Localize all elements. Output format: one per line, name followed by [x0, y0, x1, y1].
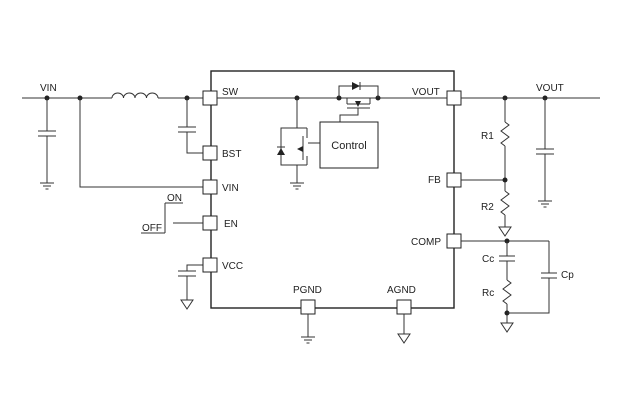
pin-pgnd-label: PGND [293, 285, 322, 296]
output-capacitor [536, 98, 554, 208]
enable-switch [141, 202, 203, 234]
ground-arrow [180, 299, 194, 310]
low-side-mosfet [277, 127, 320, 190]
r2-label: R2 [481, 202, 494, 213]
compensation-network [461, 238, 557, 333]
control-block [319, 121, 379, 169]
rc-label: Rc [482, 288, 494, 299]
inductor [111, 92, 159, 99]
pin-vin-label: VIN [222, 183, 239, 194]
rc-resistor [502, 279, 512, 305]
pin-sw [202, 90, 218, 106]
vin-feed-wire [79, 98, 203, 188]
pin-vin [202, 179, 218, 195]
pin-vcc [202, 257, 218, 273]
pin-bst-label: BST [222, 149, 241, 160]
pin-comp [446, 233, 462, 249]
bootstrap-capacitor [178, 98, 203, 154]
r1-resistor [500, 121, 510, 147]
pin-agnd-label: AGND [387, 285, 416, 296]
pin-vcc-label: VCC [222, 261, 243, 272]
pin-fb [446, 172, 462, 188]
ic-package [210, 70, 455, 309]
vcc-capacitor [178, 264, 203, 300]
on-label: ON [167, 193, 182, 204]
pgnd-ground [301, 314, 315, 344]
pin-vout-label: VOUT [412, 87, 440, 98]
r2-resistor [500, 190, 510, 216]
output-rail [461, 95, 600, 101]
feedback-divider [461, 98, 512, 237]
vout-label: VOUT [536, 83, 564, 94]
pin-vout [446, 90, 462, 106]
pin-fb-label: FB [428, 175, 441, 186]
pin-bst [202, 145, 218, 161]
ground-symbol [40, 182, 54, 190]
high-side-mosfet [338, 82, 379, 122]
pin-pgnd [300, 299, 316, 315]
pin-comp-label: COMP [411, 237, 441, 248]
input-capacitor [38, 98, 56, 183]
cp-label: Cp [561, 270, 574, 281]
r1-label: R1 [481, 131, 494, 142]
pin-sw-label: SW [222, 87, 239, 98]
agnd-ground [397, 314, 411, 344]
pin-en [202, 215, 218, 231]
off-label: OFF [142, 223, 162, 234]
control-label: Control [331, 140, 366, 152]
cc-label: Cc [482, 254, 494, 265]
pin-agnd [396, 299, 412, 315]
vin-label: VIN [40, 83, 57, 94]
pin-en-label: EN [224, 219, 238, 230]
